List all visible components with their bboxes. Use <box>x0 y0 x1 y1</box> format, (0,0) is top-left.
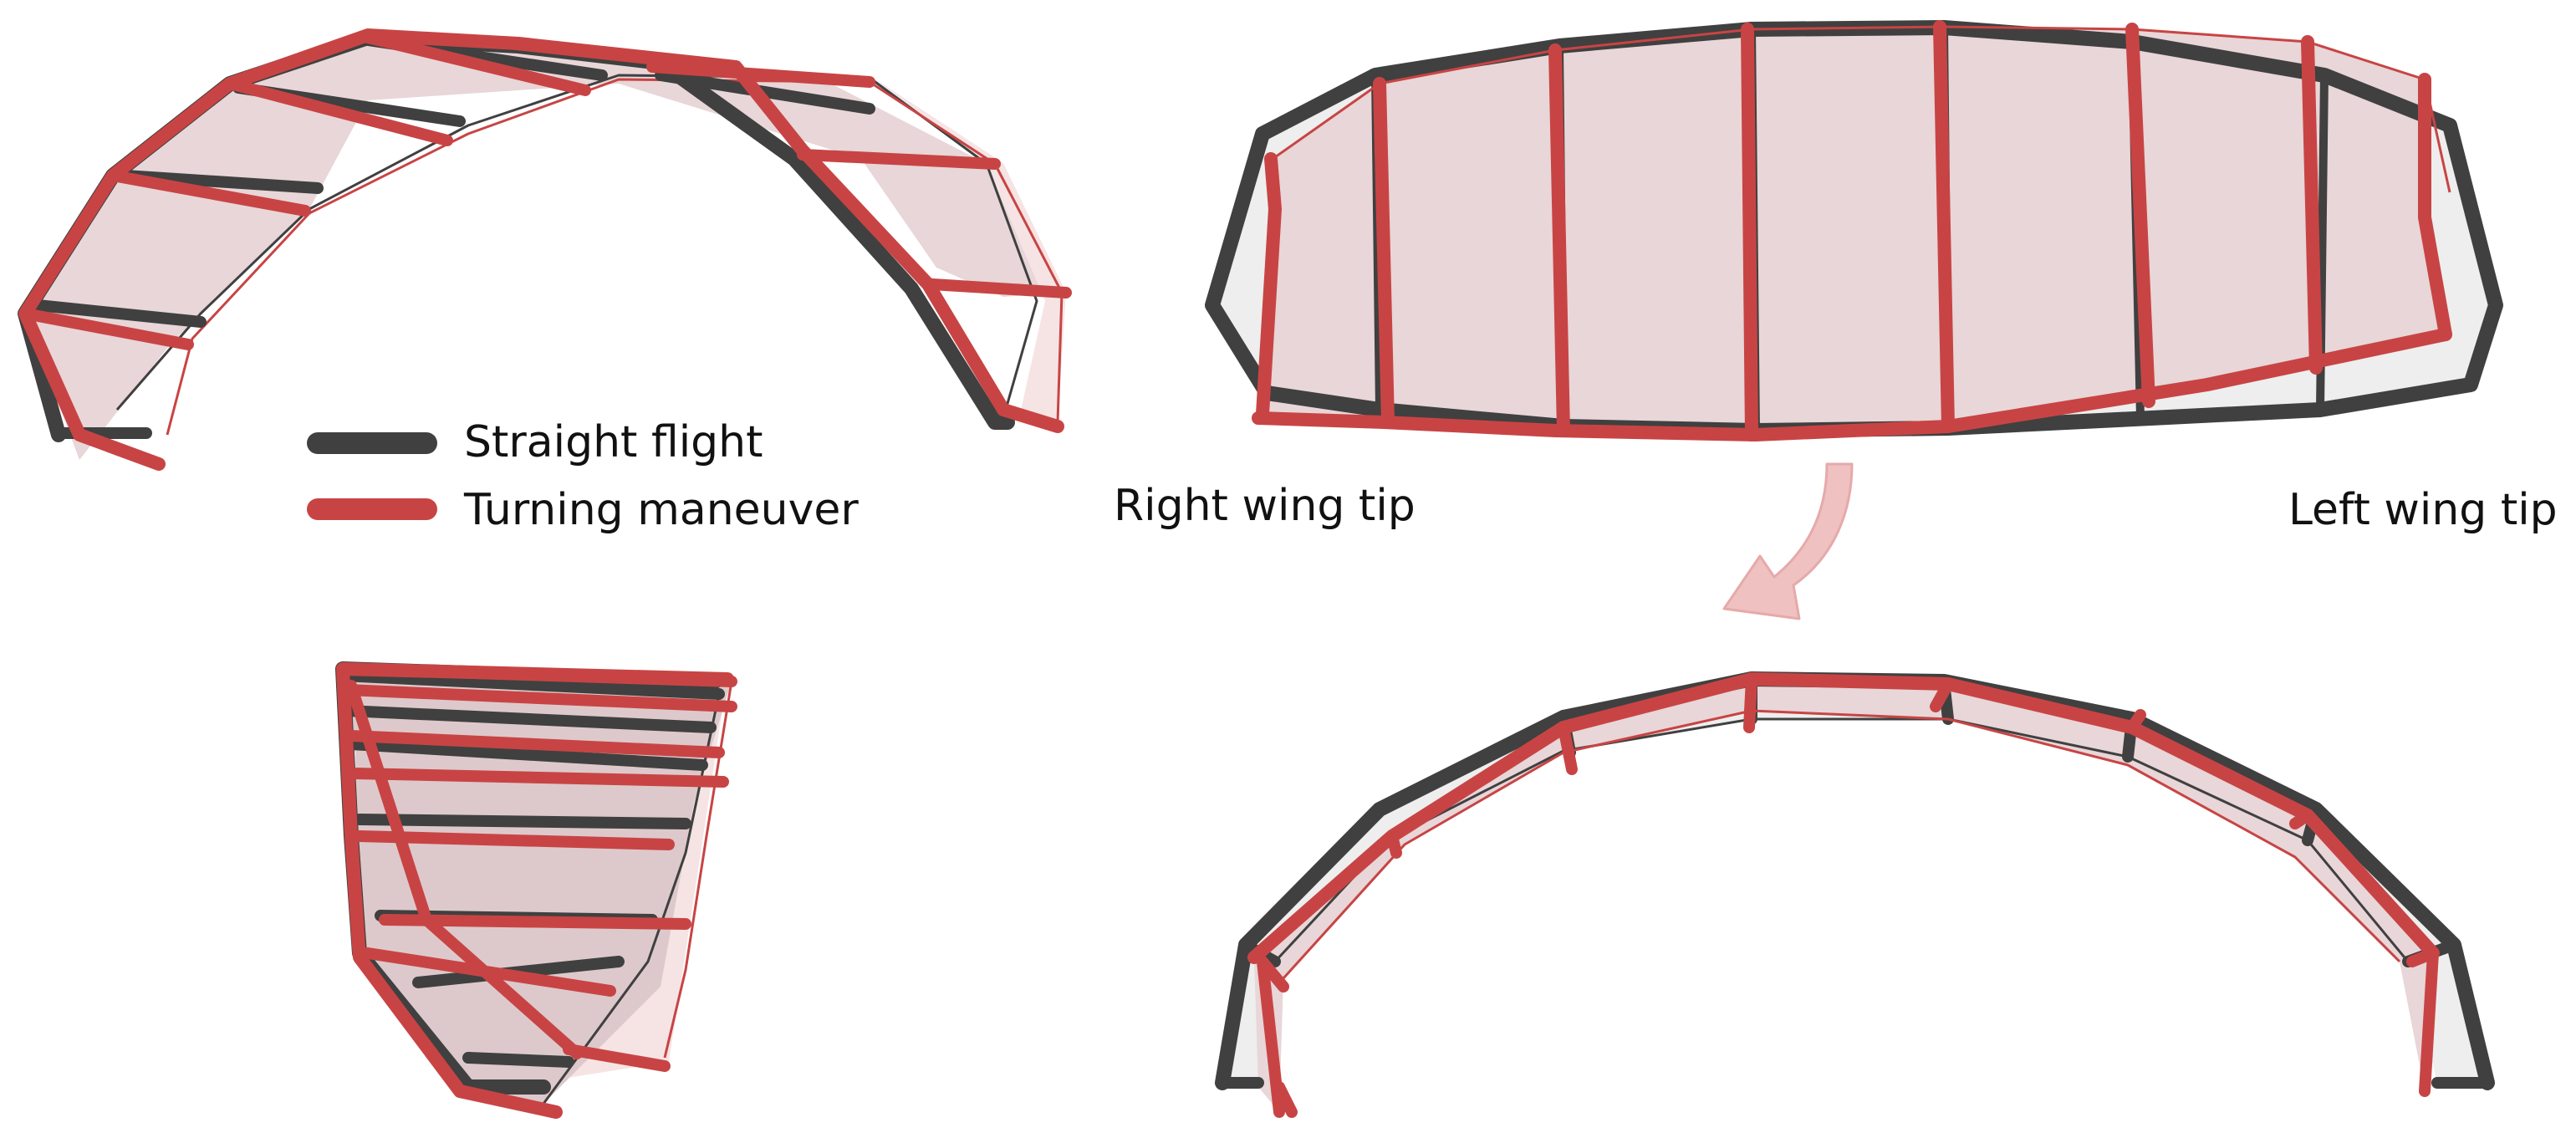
view-perspective-arch <box>18 28 1072 471</box>
arch-ribs-turning <box>19 32 1072 350</box>
planform-right-tip-turning <box>1256 152 1282 421</box>
planform-ribs-turning <box>1373 20 2323 441</box>
planform-left-tip-turning <box>2418 73 2452 341</box>
front-outer-edge-turning <box>1247 672 2440 964</box>
legend: Straight flight Turning maneuver <box>307 417 859 535</box>
rotation-arrow <box>1722 462 1854 620</box>
arch-fill-turning-left <box>25 38 1062 460</box>
front-fill-straight <box>1221 679 2487 1083</box>
view-front <box>1215 671 2495 1118</box>
legend-label-turning: Turning maneuver <box>463 485 859 535</box>
arch-trailing-edge-straight <box>115 74 1038 419</box>
front-ribs-turning <box>1257 673 2439 1118</box>
annotation-right-wing-tip: Right wing tip <box>1114 481 1416 531</box>
rotation-arrow-shape <box>1722 462 1854 620</box>
view-side <box>335 661 737 1119</box>
front-ribs-straight <box>1217 673 2493 1089</box>
annotation-left-wing-tip: Left wing tip <box>2288 485 2558 535</box>
arch-trailing-edge-turning <box>166 78 1064 436</box>
arch-leading-edge-turning <box>18 28 1064 471</box>
view-planform <box>1205 20 2503 441</box>
front-inner-edge-straight <box>1273 717 2410 963</box>
legend-label-straight: Straight flight <box>464 417 763 467</box>
front-outer-edge-straight <box>1215 671 2495 1090</box>
front-inner-edge-turning <box>1282 709 2401 980</box>
side-ribs-turning <box>337 663 737 1072</box>
side-trailing-edge-turning <box>663 681 733 1059</box>
front-fill-turning <box>1254 679 2433 1112</box>
side-trailing-edge-straight <box>542 693 721 1105</box>
